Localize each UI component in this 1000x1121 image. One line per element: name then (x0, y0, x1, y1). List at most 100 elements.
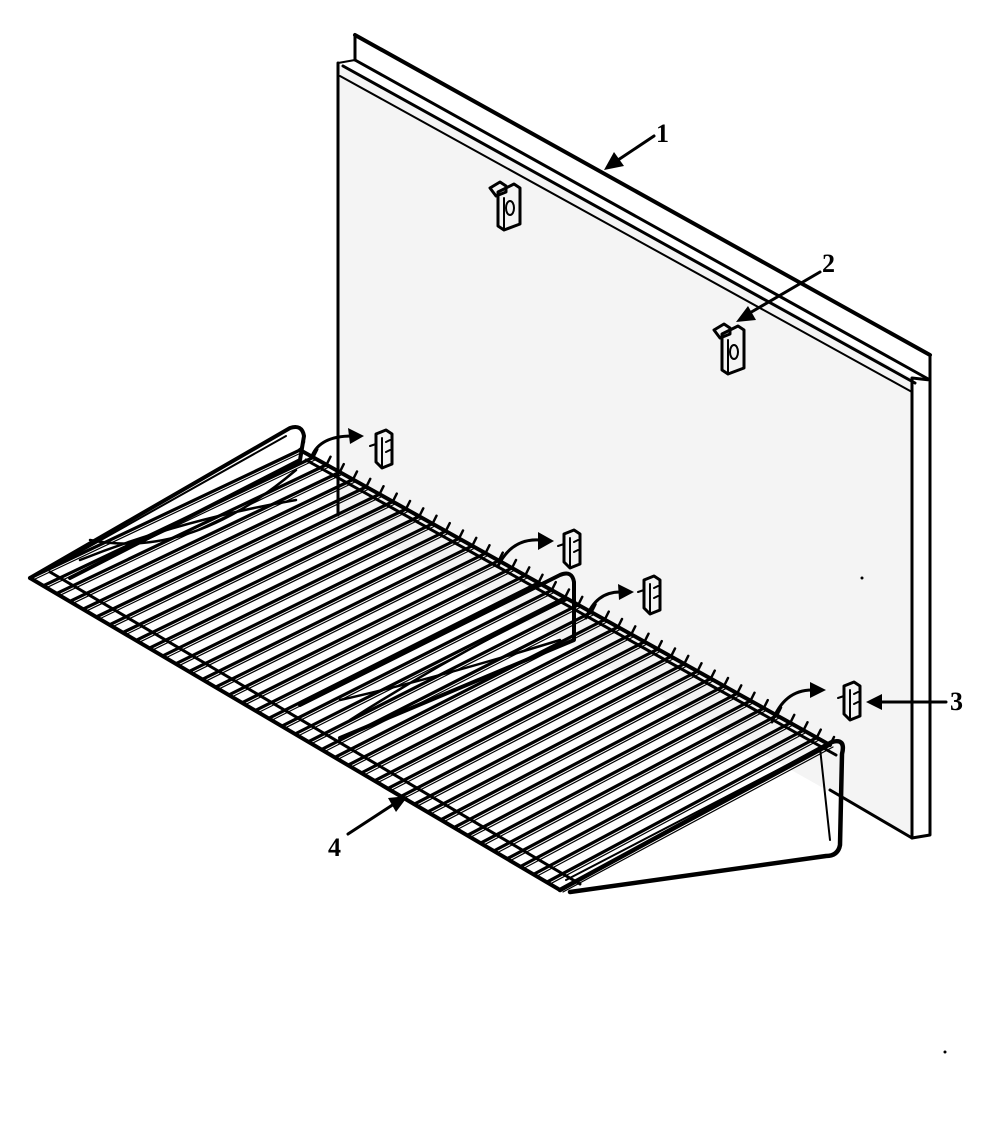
wire-rack (28, 425, 846, 895)
rack-wire-highlight (164, 525, 437, 659)
rack-wire-highlight (522, 724, 794, 870)
rack-wire (227, 559, 501, 697)
rack-wire (439, 677, 713, 822)
rack-wire (266, 581, 541, 721)
rack-wire-highlight (549, 739, 821, 885)
rack-front-rail-inner (48, 570, 582, 886)
rack-wire-highlight (482, 702, 755, 846)
rack-wire (492, 706, 766, 853)
rack-wire (174, 529, 448, 666)
rack-wire-highlight (111, 495, 384, 628)
upper-clip-left (488, 180, 522, 232)
rack-wire-highlight (98, 488, 370, 620)
rack-left-frame (28, 425, 306, 580)
rack-wire-highlight (376, 643, 649, 784)
rack-wire-highlight (535, 731, 808, 878)
rack-wire (452, 684, 726, 830)
rack-wire (478, 699, 753, 845)
speck (860, 576, 864, 580)
back-panel (336, 33, 932, 840)
rack-wire-highlight (217, 554, 490, 690)
rack-left-brace (78, 468, 298, 562)
callout-4-label: 4 (328, 833, 341, 862)
callout-1-label: 1 (656, 119, 669, 148)
bracket-4 (837, 680, 862, 722)
rack-wire-highlight (138, 510, 410, 644)
rack-wire (121, 500, 395, 635)
rack-wire-highlight (231, 562, 503, 698)
rack-wire (518, 721, 792, 869)
callout-1: 1 (604, 119, 669, 170)
rack-wire-highlight (456, 687, 728, 831)
callout-2: 2 (736, 249, 835, 322)
rack-wire-highlight (469, 694, 741, 839)
rack-wire-highlight (443, 680, 715, 823)
callout-4: 4 (328, 796, 408, 862)
rack-wire-highlight (403, 657, 675, 800)
rack-left-frame-inner (43, 435, 287, 573)
rack-wire-highlight (284, 591, 556, 729)
rack-wire (160, 522, 435, 658)
rack-wire-highlight (85, 480, 357, 612)
rack-middle-brace (338, 598, 568, 722)
rack-back-rail (298, 448, 832, 747)
rack-wire (187, 536, 461, 674)
rack-wire (293, 595, 567, 736)
rack-wire (253, 573, 527, 713)
rack-front-rail (28, 576, 562, 892)
bracket-2 (557, 528, 582, 570)
bracket-3 (637, 574, 662, 616)
rack-wire-highlight (363, 635, 635, 776)
rack-wire (372, 640, 647, 783)
rack-wire-highlight (204, 547, 476, 683)
rack-wire (240, 566, 514, 705)
bracket-1 (369, 428, 394, 470)
rack-wire-highlight (125, 503, 397, 636)
rack-wire-highlight (151, 517, 423, 651)
rack-wire (54, 463, 329, 596)
rack-wire-highlight (32, 451, 304, 581)
rack-wire (28, 448, 302, 580)
rack-wire-highlight (390, 650, 662, 792)
callout-3-label: 3 (950, 687, 963, 716)
rack-wire (531, 728, 806, 877)
rack-wire (68, 470, 342, 604)
rack-wire (333, 618, 607, 760)
rack-wire (359, 632, 633, 775)
callout-2-label: 2 (822, 249, 835, 278)
rack-wire-highlight (257, 576, 529, 714)
rack-wire (94, 485, 368, 619)
rack-wire-highlight (562, 746, 834, 893)
rack-wire-highlight (191, 539, 463, 675)
rack-wire-highlight (310, 606, 582, 745)
callout-3: 3 (866, 687, 963, 716)
rack-wire (412, 662, 686, 806)
rack-wire (386, 647, 660, 791)
rack-wire-highlight (496, 709, 768, 854)
rack-wire (107, 492, 382, 627)
rack-wire-highlight (244, 569, 516, 706)
rack-wire-highlight (350, 628, 622, 768)
speck (943, 1050, 947, 1054)
rack-wire-highlight (178, 532, 450, 667)
rack-wire (280, 588, 554, 728)
rack-right-frame (557, 739, 846, 895)
rack-wire (545, 736, 819, 884)
rack-wire (147, 514, 421, 650)
rack-wire-highlight (429, 672, 702, 815)
rack-wire-highlight (416, 665, 688, 807)
upper-clip-right (712, 322, 746, 376)
rack-wire (213, 551, 488, 689)
rack-wire-highlight (72, 473, 344, 605)
rack-wire (134, 507, 408, 643)
rack-right-frame-inner (565, 747, 831, 881)
rack-wire (200, 544, 474, 682)
rack-back-rail-inner (304, 458, 838, 757)
rack-wire (346, 625, 620, 767)
rack-wire-highlight (323, 613, 596, 753)
rack-wire (465, 691, 739, 838)
rack-wire-highlight (509, 716, 781, 862)
rack-wire (399, 654, 673, 799)
rack-wire (425, 669, 700, 814)
